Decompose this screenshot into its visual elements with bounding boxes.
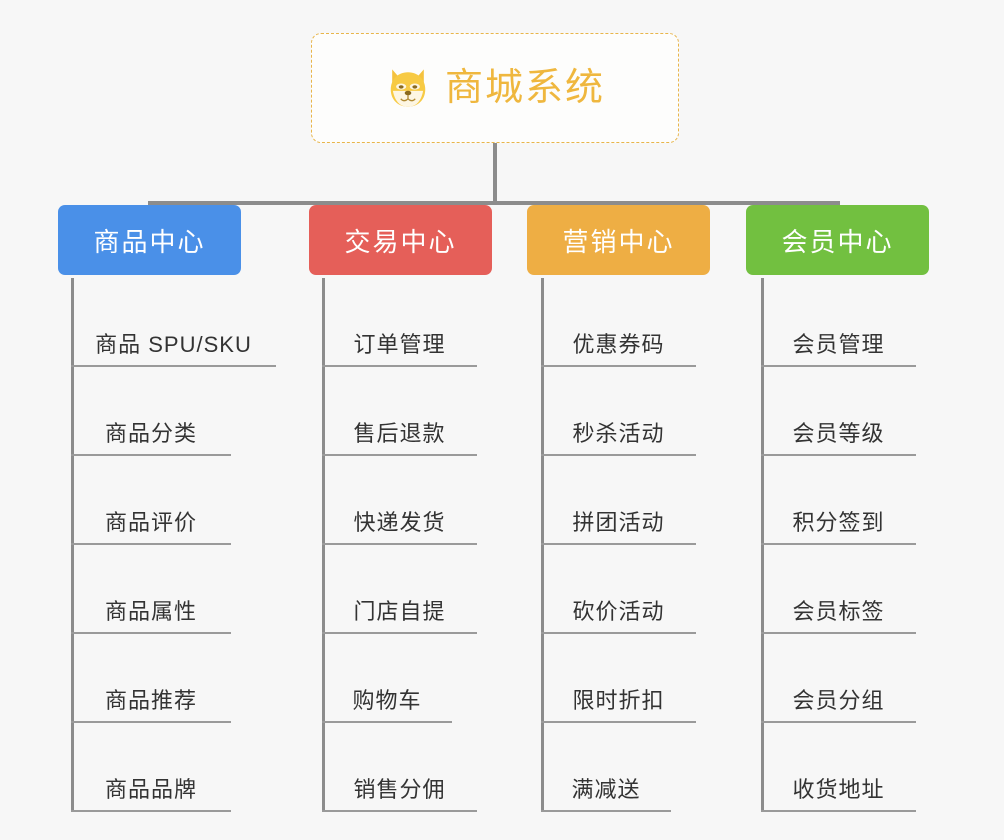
category-box-3[interactable]: 营销中心 xyxy=(527,205,710,275)
leaf-item[interactable]: 快递发货 xyxy=(322,456,477,545)
leaf-item[interactable]: 秒杀活动 xyxy=(541,367,696,456)
leaf-item[interactable]: 会员管理 xyxy=(761,278,916,367)
leaf-item[interactable]: 限时折扣 xyxy=(541,634,696,723)
category-box-4[interactable]: 会员中心 xyxy=(746,205,929,275)
leaf-label: 商品分类 xyxy=(104,421,197,446)
leaf-label: 拼团活动 xyxy=(572,510,665,535)
leaf-label: 商品评价 xyxy=(104,510,197,535)
category-title-3: 营销中心 xyxy=(562,226,675,257)
leaf-label: 商品 SPU/SKU xyxy=(95,332,252,357)
leaf-item[interactable]: 商品推荐 xyxy=(71,634,231,723)
root-title: 商城系统 xyxy=(444,67,605,109)
leaf-label: 会员管理 xyxy=(792,332,885,357)
leaf-item[interactable]: 售后退款 xyxy=(322,367,477,456)
category-box-1[interactable]: 商品中心 xyxy=(58,205,241,275)
leaf-item[interactable]: 会员等级 xyxy=(761,367,916,456)
leaf-label: 商品品牌 xyxy=(104,777,197,802)
leaf-item[interactable]: 购物车 xyxy=(322,634,452,723)
leaf-label: 满减送 xyxy=(571,777,641,802)
leaf-label: 会员等级 xyxy=(792,421,885,446)
leaf-item[interactable]: 销售分佣 xyxy=(322,723,477,812)
category-title-2: 交易中心 xyxy=(344,226,457,257)
leaf-label: 购物车 xyxy=(352,688,422,713)
leaf-label: 售后退款 xyxy=(353,421,446,446)
leaf-label: 优惠券码 xyxy=(572,332,665,357)
leaf-label: 商品推荐 xyxy=(104,688,197,713)
leaf-item[interactable]: 商品品牌 xyxy=(71,723,231,812)
leaf-item[interactable]: 会员标签 xyxy=(761,545,916,634)
leaf-label: 会员分组 xyxy=(792,688,885,713)
leaf-item[interactable]: 订单管理 xyxy=(322,278,477,367)
dog-face-icon xyxy=(390,69,426,107)
leaf-item[interactable]: 商品评价 xyxy=(71,456,231,545)
leaf-label: 订单管理 xyxy=(353,332,446,357)
leaf-label: 快递发货 xyxy=(353,510,446,535)
category-box-2[interactable]: 交易中心 xyxy=(309,205,492,275)
branch-trunk-2 xyxy=(322,278,325,812)
leaf-item[interactable]: 砍价活动 xyxy=(541,545,696,634)
leaf-label: 限时折扣 xyxy=(572,688,665,713)
leaf-item[interactable]: 积分签到 xyxy=(761,456,916,545)
branch-trunk-4 xyxy=(761,278,764,812)
leaf-item[interactable]: 收货地址 xyxy=(761,723,916,812)
leaf-label: 收货地址 xyxy=(792,777,885,802)
leaf-item[interactable]: 满减送 xyxy=(541,723,671,812)
branch-trunk-3 xyxy=(541,278,544,812)
leaf-label: 门店自提 xyxy=(353,599,446,624)
leaf-label: 积分签到 xyxy=(792,510,885,535)
leaf-label: 商品属性 xyxy=(104,599,197,624)
leaf-item[interactable]: 商品属性 xyxy=(71,545,231,634)
leaf-item[interactable]: 优惠券码 xyxy=(541,278,696,367)
connector-root-stem xyxy=(493,143,497,204)
leaf-item[interactable]: 会员分组 xyxy=(761,634,916,723)
leaf-label: 会员标签 xyxy=(792,599,885,624)
leaf-label: 砍价活动 xyxy=(572,599,665,624)
leaf-item[interactable]: 商品分类 xyxy=(71,367,231,456)
branch-trunk-1 xyxy=(71,278,74,812)
root-node[interactable]: 商城系统 xyxy=(311,33,679,143)
leaf-item[interactable]: 拼团活动 xyxy=(541,456,696,545)
connector-horizontal-bus xyxy=(150,201,840,205)
leaf-item[interactable]: 门店自提 xyxy=(322,545,477,634)
leaf-label: 销售分佣 xyxy=(353,777,446,802)
leaf-label: 秒杀活动 xyxy=(572,421,665,446)
category-title-1: 商品中心 xyxy=(93,226,206,257)
category-title-4: 会员中心 xyxy=(781,226,894,257)
leaf-item[interactable]: 商品 SPU/SKU xyxy=(71,278,276,367)
